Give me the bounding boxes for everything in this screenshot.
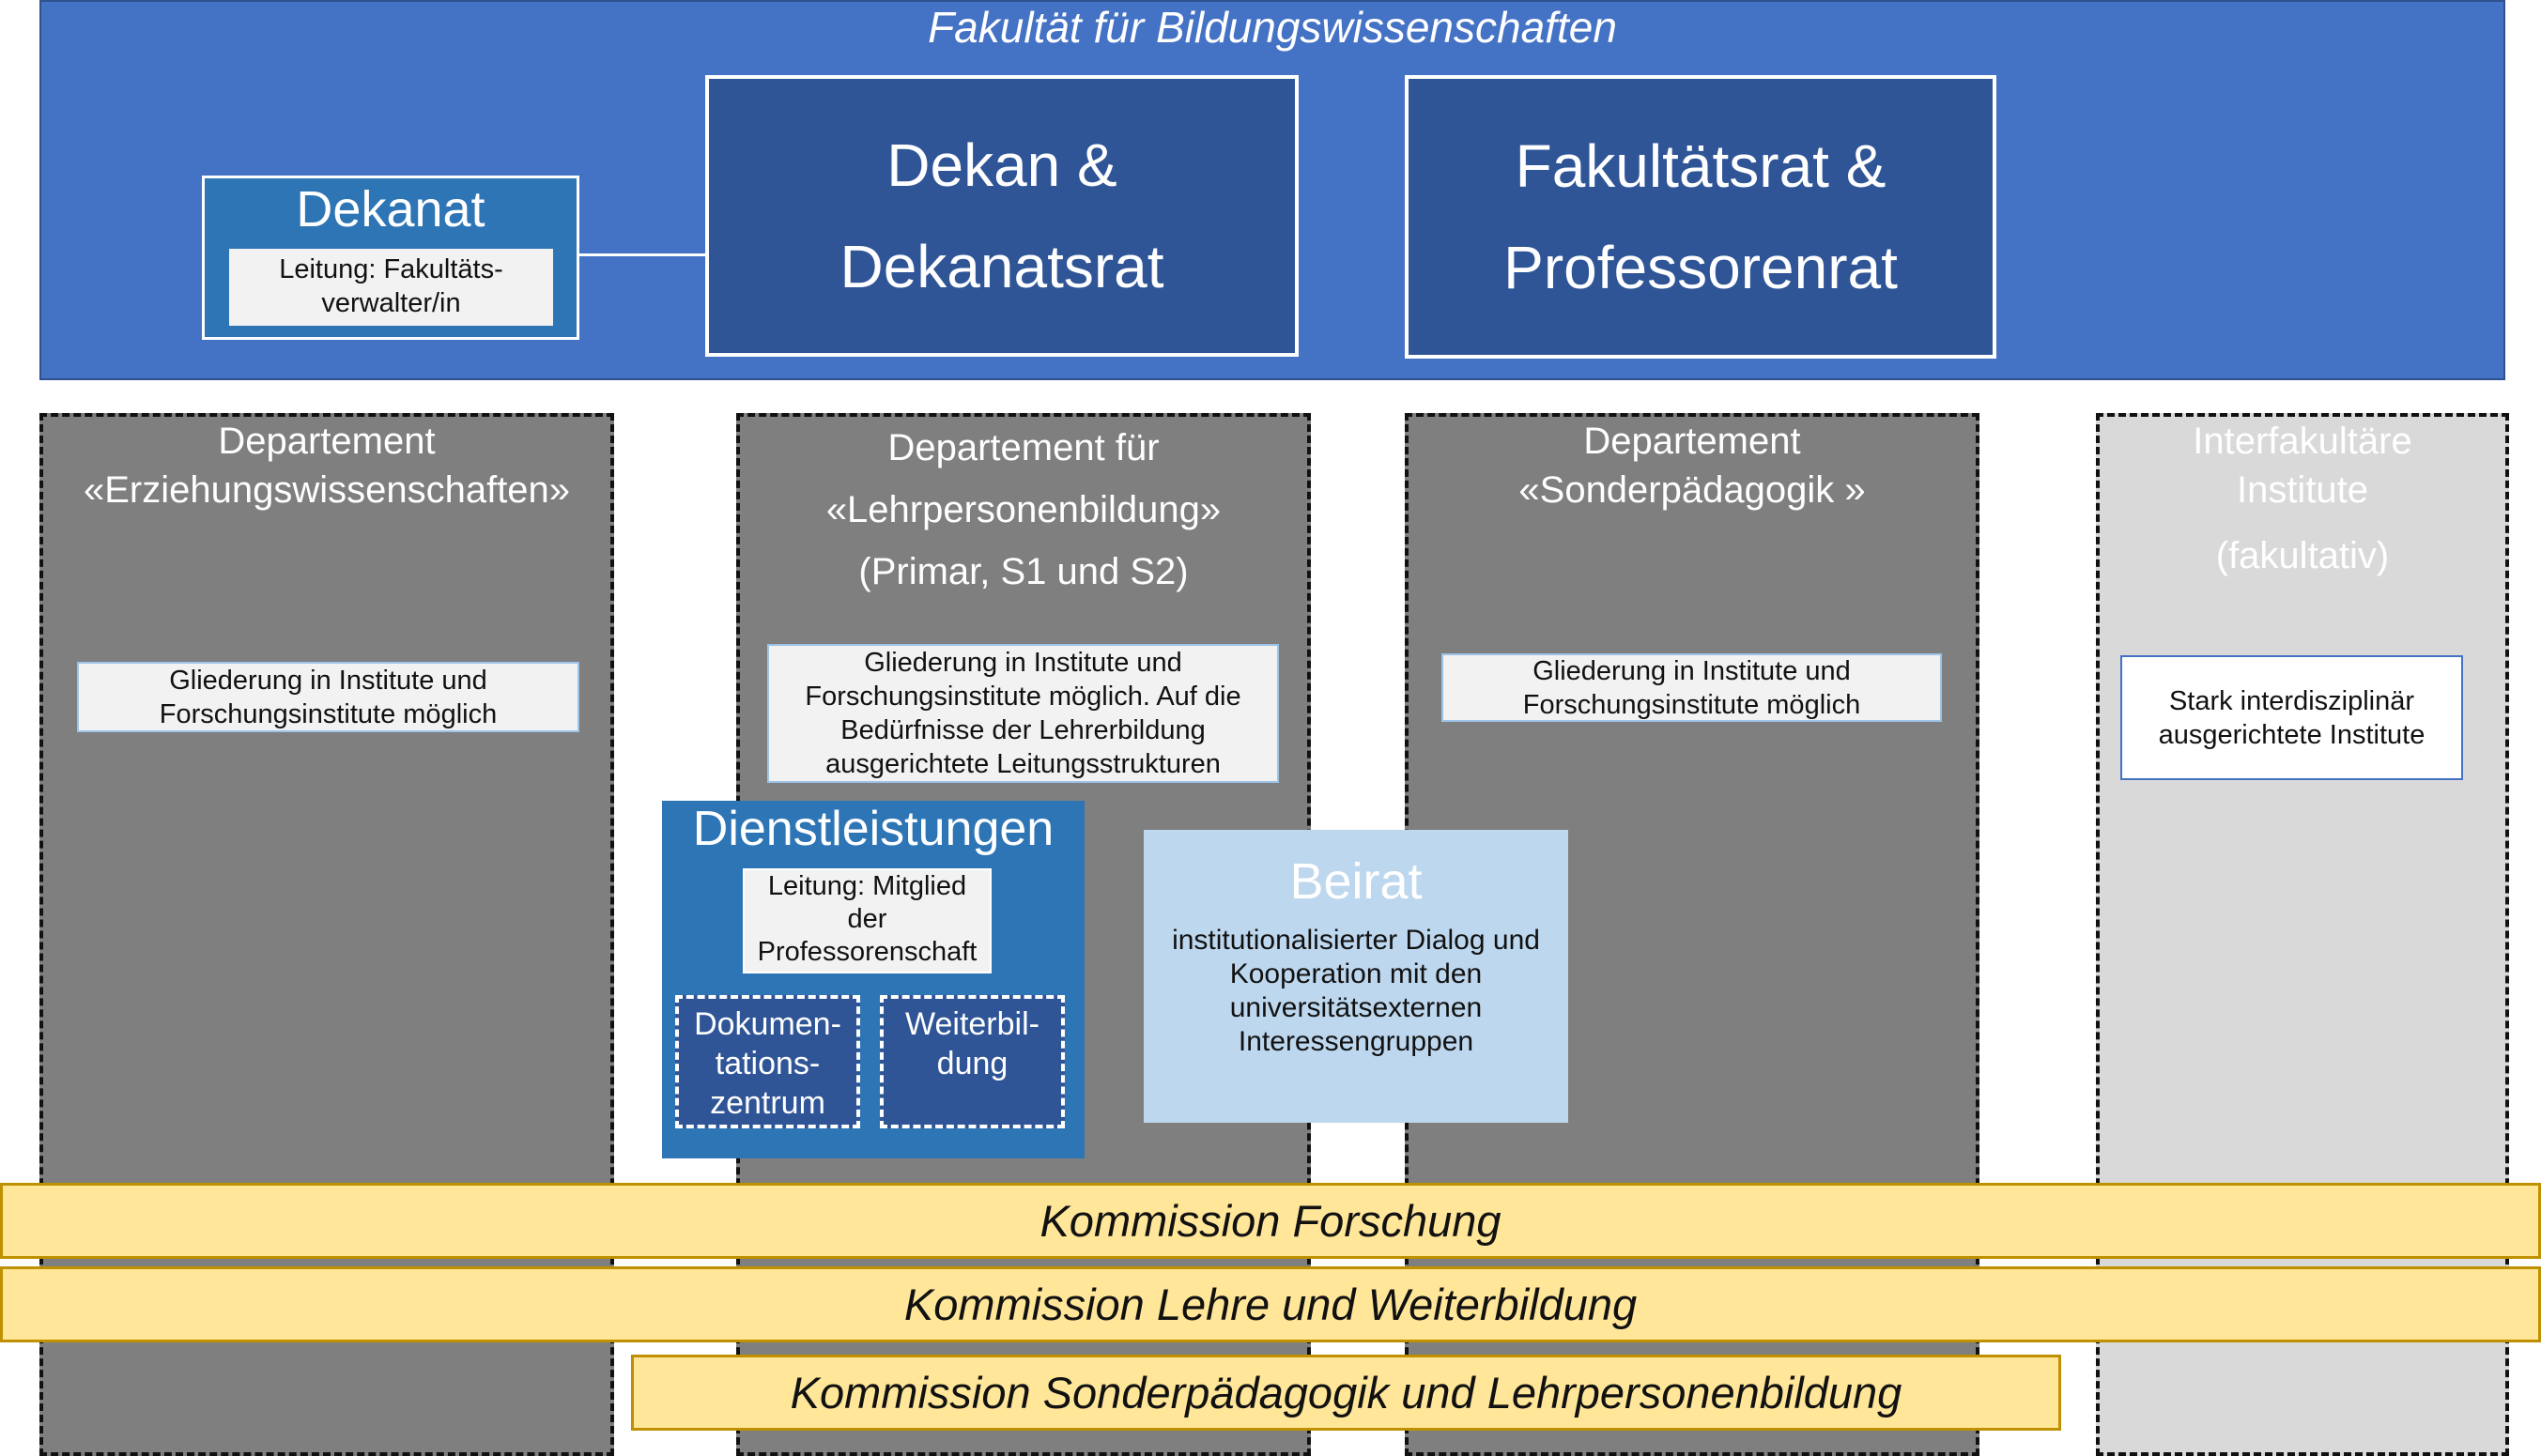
commission-special-education: Kommission Sonderpädagogik und Lehrperso… bbox=[631, 1355, 2061, 1431]
unit-line: dung bbox=[936, 1046, 1009, 1081]
department-note: Gliederung in Institute und Forschungsin… bbox=[1441, 653, 1942, 722]
note-line: ausgerichtete Leitungsstrukturen bbox=[825, 749, 1221, 779]
unit-line: zentrum bbox=[710, 1085, 825, 1121]
department-title-line: Departement bbox=[1583, 421, 1801, 462]
services-lead-note: Leitung: Mitglied der Professorenschaft bbox=[743, 868, 992, 973]
department-note: Gliederung in Institute und Forschungsin… bbox=[767, 644, 1279, 783]
dekanat-lead-line: Leitung: Fakultäts- bbox=[279, 254, 503, 284]
note-line: ausgerichtete Institute bbox=[2158, 719, 2426, 750]
note-line: Gliederung in Institute und bbox=[864, 648, 1182, 678]
department-title-line: (fakultativ) bbox=[2215, 535, 2390, 576]
dekanat-connector-line bbox=[579, 253, 707, 256]
dekan-line: Dekan & bbox=[886, 131, 1117, 199]
note-line: Bedürfnisse der Lehrerbildung bbox=[840, 715, 1206, 745]
council-box: Fakultätsrat & Professorenrat bbox=[1405, 75, 1996, 359]
unit-line: tations- bbox=[715, 1046, 821, 1081]
department-title-line: Institute bbox=[2236, 469, 2369, 511]
continuing-education-unit: Weiterbil- dung bbox=[880, 995, 1065, 1128]
advisory-board-box: Beirat institutionalisierter Dialog und … bbox=[1144, 830, 1568, 1123]
department-title-line: Interfakultäre bbox=[2193, 421, 2412, 462]
note-line: Gliederung in Institute und bbox=[1532, 655, 1851, 686]
dekanat-title: Dekanat bbox=[296, 181, 485, 238]
note-line: Forschungsinstitute möglich bbox=[1522, 689, 1861, 720]
department-title-line: Departement für bbox=[887, 427, 1160, 468]
dekanat-box: Dekanat Leitung: Fakultäts- verwalter/in bbox=[202, 176, 579, 340]
services-box: Dienstleistungen Leitung: Mitglied der P… bbox=[662, 801, 1085, 1158]
department-title-line: «Sonderpädagogik » bbox=[1518, 469, 1866, 511]
faculty-title: Fakultät für Bildungswissenschaften bbox=[928, 3, 1617, 52]
unit-line: Dokumen- bbox=[694, 1006, 841, 1042]
advisory-board-line: institutionalisierter Dialog und bbox=[1172, 925, 1540, 956]
council-line: Fakultätsrat & bbox=[1515, 132, 1886, 200]
commission-teaching: Kommission Lehre und Weiterbildung bbox=[0, 1266, 2541, 1342]
department-title-line: «Lehrpersonenbildung» bbox=[825, 489, 1222, 530]
services-lead-line: Professorenschaft bbox=[757, 937, 978, 967]
advisory-board-line: universitätsexternen bbox=[1229, 992, 1483, 1023]
advisory-board-description: institutionalisierter Dialog und Koopera… bbox=[1153, 924, 1559, 1059]
note-line: Forschungsinstitute möglich. Auf die bbox=[805, 682, 1241, 712]
dekanat-lead-line: verwalter/in bbox=[321, 288, 461, 318]
advisory-board-line: Interessengruppen bbox=[1238, 1026, 1474, 1057]
note-line: Stark interdisziplinär bbox=[2168, 685, 2415, 716]
department-title-line: (Primar, S1 und S2) bbox=[858, 551, 1189, 592]
services-lead-line: der bbox=[847, 904, 887, 934]
note-line: Gliederung in Institute und bbox=[169, 665, 487, 696]
advisory-board-line: Kooperation mit den bbox=[1229, 958, 1483, 989]
council-line: Professorenrat bbox=[1503, 234, 1898, 301]
department-title-line: Departement bbox=[218, 421, 436, 462]
services-lead-line: Leitung: Mitglied bbox=[767, 871, 967, 901]
documentation-center-unit: Dokumen- tations- zentrum bbox=[675, 995, 860, 1128]
department-title-line: «Erziehungswissenschaften» bbox=[83, 469, 571, 511]
advisory-board-title: Beirat bbox=[1289, 853, 1423, 910]
department-note: Stark interdisziplinär ausgerichtete Ins… bbox=[2120, 655, 2463, 780]
dekan-box: Dekan & Dekanatsrat bbox=[705, 75, 1299, 357]
commission-research: Kommission Forschung bbox=[0, 1183, 2541, 1259]
services-title: Dienstleistungen bbox=[692, 802, 1055, 856]
note-line: Forschungsinstitute möglich bbox=[159, 698, 498, 729]
department-note: Gliederung in Institute und Forschungsin… bbox=[77, 662, 579, 732]
dekan-line: Dekanatsrat bbox=[839, 233, 1164, 300]
dekanat-lead-note: Leitung: Fakultäts- verwalter/in bbox=[229, 249, 553, 326]
unit-line: Weiterbil- bbox=[905, 1006, 1040, 1042]
